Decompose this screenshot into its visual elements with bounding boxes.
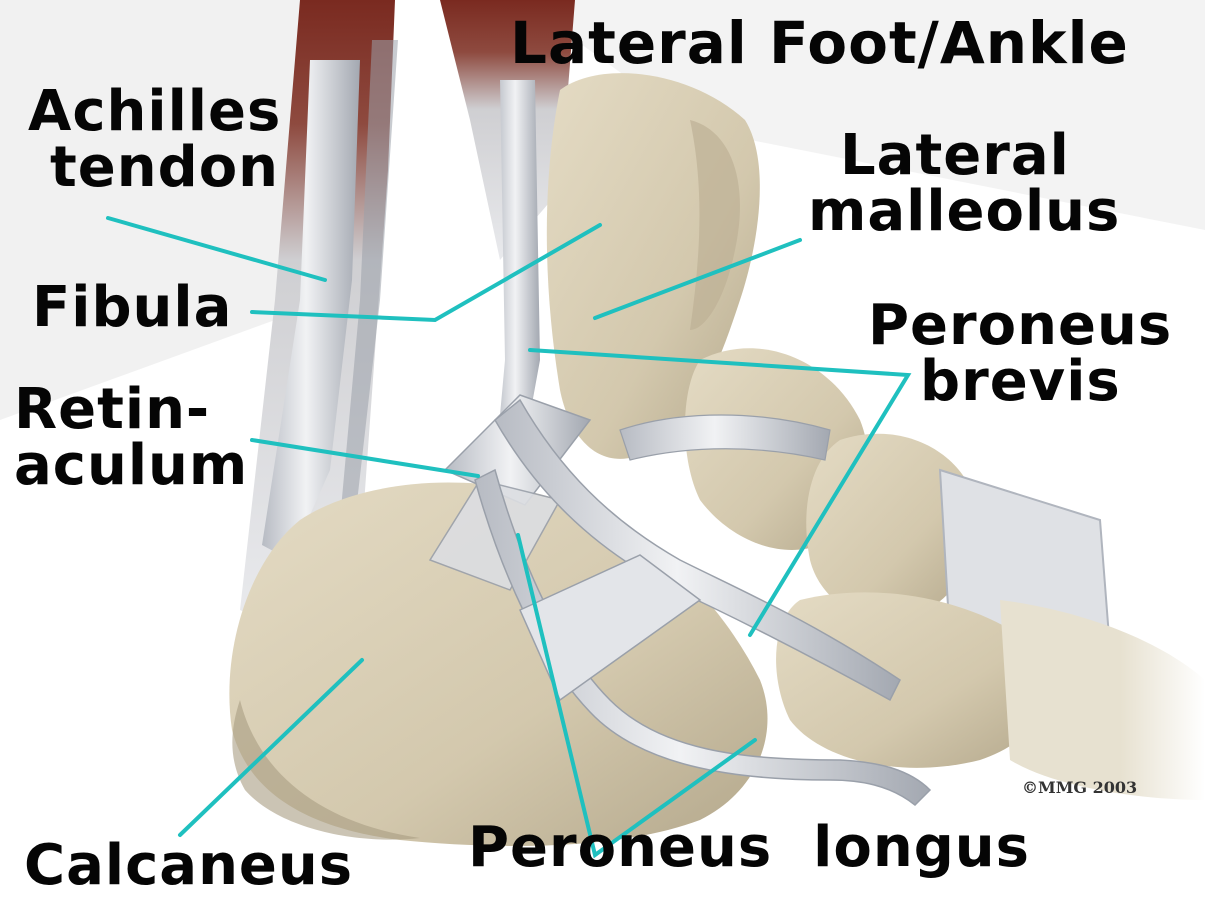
label-retinaculum: Retin- aculum <box>14 382 248 494</box>
label-achilles-line2: tendon <box>50 140 281 196</box>
label-longus-line1: Peroneus longus <box>468 820 1030 876</box>
label-achilles-tendon: Achilles tendon <box>28 84 281 196</box>
label-peroneus-longus: Peroneus longus <box>468 820 1030 876</box>
label-lateral-malleolus: Lateral malleolus <box>808 128 1120 240</box>
diagram-title: Lateral Foot/Ankle <box>510 14 1129 72</box>
label-retinaculum-line2: aculum <box>14 438 248 494</box>
copyright-notice: ©MMG 2003 <box>1022 778 1137 797</box>
label-retinaculum-line1: Retin- <box>14 382 248 438</box>
right-fade <box>1120 420 1205 840</box>
label-fibula: Fibula <box>32 280 232 336</box>
label-calcaneus-line1: Calcaneus <box>24 838 353 894</box>
label-fibula-line1: Fibula <box>32 280 232 336</box>
label-malleolus-line1: Lateral <box>840 128 1120 184</box>
label-malleolus-line2: malleolus <box>808 184 1120 240</box>
label-brevis-line2: brevis <box>920 354 1172 410</box>
label-peroneus-brevis: Peroneus brevis <box>868 298 1172 410</box>
label-calcaneus: Calcaneus <box>24 838 353 894</box>
label-achilles-line1: Achilles <box>28 84 281 140</box>
label-brevis-line1: Peroneus <box>868 298 1172 354</box>
